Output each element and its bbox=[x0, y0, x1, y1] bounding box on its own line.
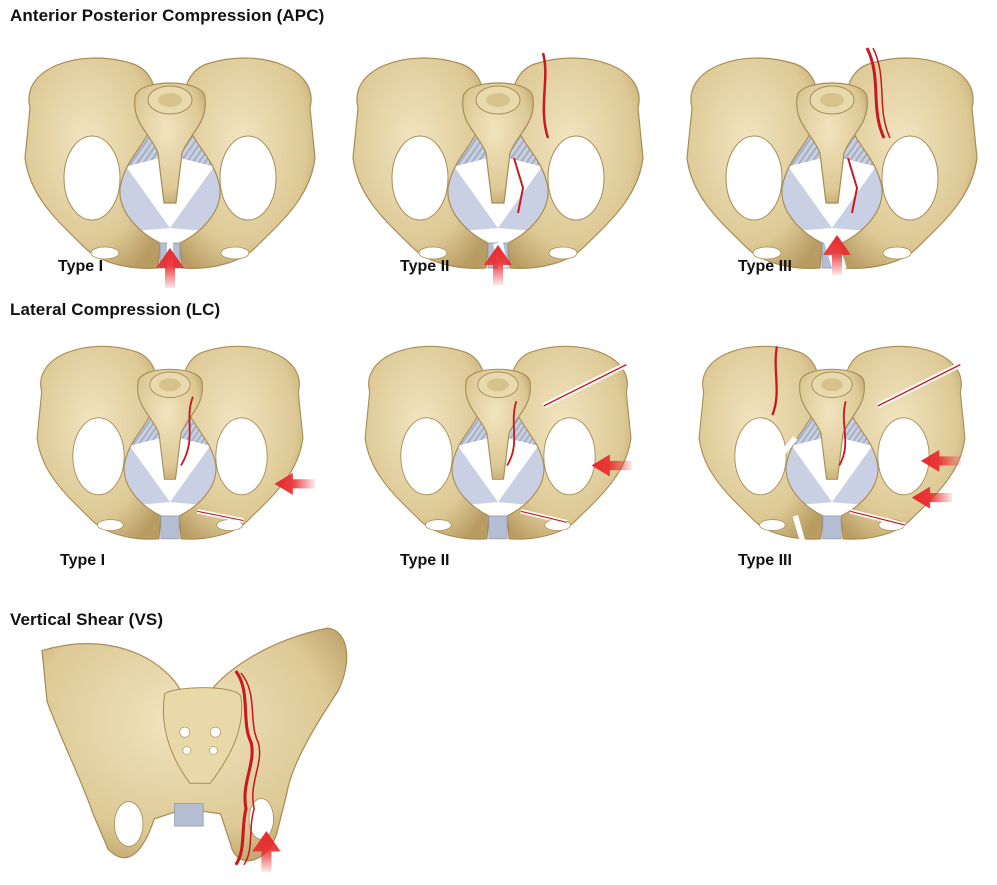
apc-type-3-pelvis-illustration bbox=[672, 38, 992, 278]
apc-type-3-label: Type III bbox=[738, 258, 792, 276]
lc-type-2-label: Type II bbox=[400, 552, 450, 570]
apc-type-2-pelvis-illustration bbox=[338, 38, 658, 278]
lc-type-1-figure bbox=[10, 328, 330, 548]
apc-type-3-figure bbox=[672, 38, 992, 278]
apc-type-2-figure bbox=[338, 38, 658, 278]
lc-type-3-pelvis-illustration bbox=[672, 328, 992, 548]
apc-type-1-label: Type I bbox=[58, 258, 103, 276]
apc-type-2-label: Type II bbox=[400, 258, 450, 276]
lc-type-2-figure bbox=[338, 328, 658, 548]
apc-type-1-pelvis-illustration bbox=[10, 38, 330, 278]
lc-type-3-figure bbox=[672, 328, 992, 548]
vs-figure bbox=[30, 620, 360, 875]
lc-type-1-pelvis-illustration bbox=[10, 328, 330, 548]
section-title-lc: Lateral Compression (LC) bbox=[10, 300, 220, 320]
apc-type-1-figure bbox=[10, 38, 330, 278]
lc-type-2-pelvis-illustration bbox=[338, 328, 658, 548]
section-title-apc: Anterior Posterior Compression (APC) bbox=[10, 6, 324, 26]
vs-pelvis-illustration bbox=[30, 620, 360, 875]
lc-type-1-label: Type I bbox=[60, 552, 105, 570]
lc-type-3-label: Type III bbox=[738, 552, 792, 570]
